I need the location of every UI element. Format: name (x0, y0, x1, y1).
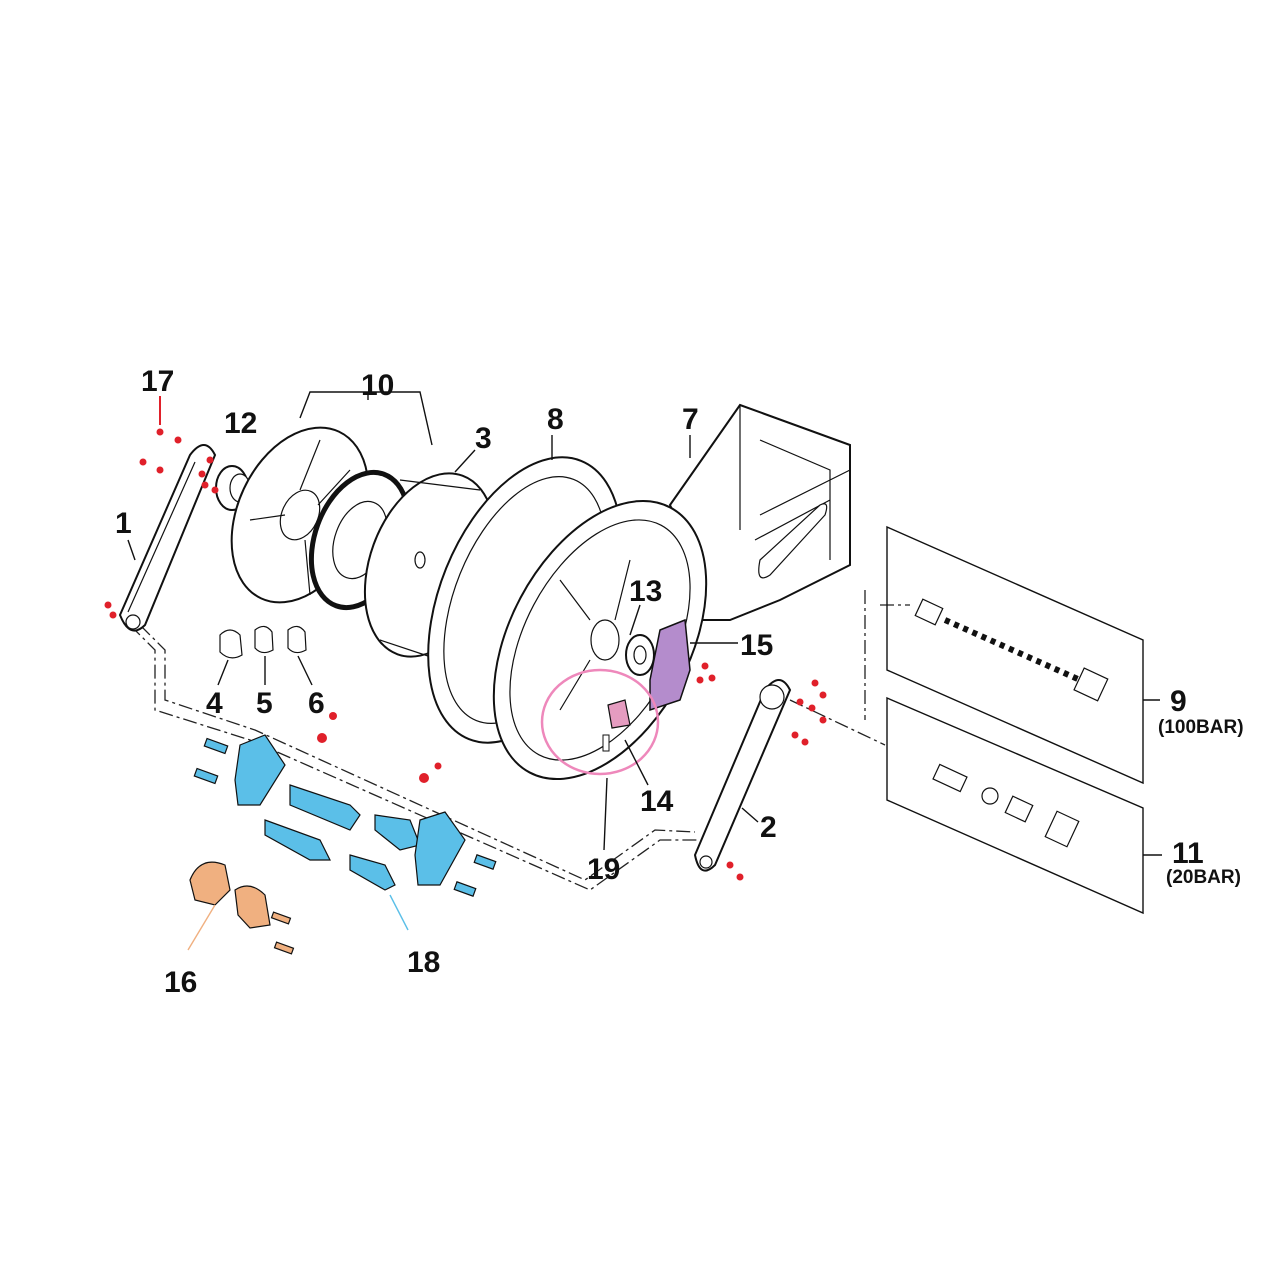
part-9-kit-box (886, 525, 1160, 785)
part-7-bracket (668, 403, 851, 621)
label-16: 16 (164, 966, 197, 999)
part-9-components (914, 598, 1109, 702)
label-14: 14 (640, 785, 674, 818)
label-7: 7 (682, 403, 699, 436)
label-10: 10 (361, 369, 394, 402)
label-18: 18 (407, 946, 440, 979)
label-8: 8 (547, 403, 564, 436)
part-1-arm (118, 444, 217, 632)
label-9: 9 (1170, 685, 1187, 718)
label-9-pressure: (100BAR) (1158, 717, 1244, 738)
label-11: 11 (1172, 837, 1204, 870)
label-15: 15 (740, 629, 773, 662)
part-2-arm (693, 679, 792, 872)
label-4: 4 (206, 687, 223, 720)
label-12: 12 (224, 407, 257, 440)
part-13-bushing (625, 634, 655, 676)
leader-lines (127, 391, 691, 636)
label-11-pressure: (20BAR) (1166, 867, 1241, 888)
part-18-shafts (193, 734, 497, 897)
label-17: 17 (141, 365, 174, 398)
part-14-latch (540, 668, 660, 851)
label-3: 3 (475, 422, 492, 455)
label-1: 1 (115, 507, 132, 540)
parts-4-5-6-clips (217, 625, 313, 686)
part-labels: 17 10 12 3 8 7 1 13 15 9 (100BAR) 4 5 6 … (115, 365, 1244, 999)
part-18-leader (389, 894, 409, 931)
screws (104, 428, 827, 881)
assembly-lines (129, 590, 910, 891)
label-13: 13 (629, 575, 662, 608)
part-16-leader (187, 904, 216, 951)
label-5: 5 (256, 687, 273, 720)
part-16-bracket (189, 861, 295, 955)
part-11-kit-box (886, 696, 1162, 915)
label-19: 19 (587, 853, 620, 886)
label-6: 6 (308, 687, 325, 720)
part-15-plate (649, 618, 738, 712)
label-2: 2 (760, 811, 777, 844)
